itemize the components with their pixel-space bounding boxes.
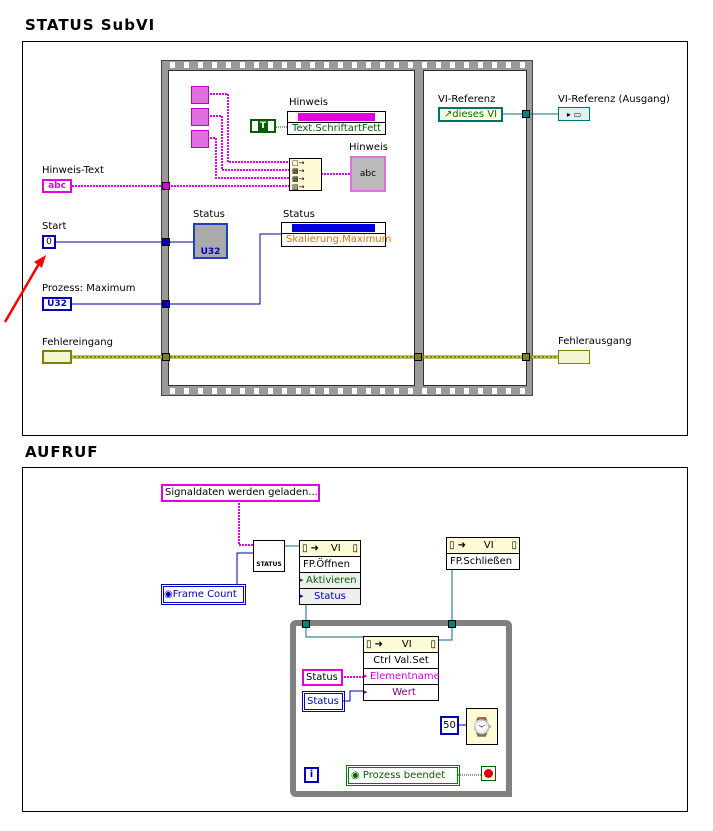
prozess-maximum-terminal[interactable]: U32 — [42, 297, 72, 311]
invoke-header: ▯ ➜VI▯ — [300, 541, 360, 556]
aufruf-diagram-panel — [22, 467, 688, 812]
arrow-icon: ▯ ➜ — [302, 543, 320, 554]
status-property-label: Status — [283, 209, 315, 220]
true-constant-glyph: T — [257, 121, 269, 131]
hinweis-indicator-label: Hinweis — [349, 142, 388, 153]
method-label: FP.Schließen — [447, 553, 519, 569]
bundle-node[interactable]: □→▩→▩→▨→ — [289, 158, 322, 191]
hinweis-indicator[interactable]: abc — [350, 156, 386, 192]
vi-referenz-constant[interactable]: ↗dieses VI — [438, 107, 503, 122]
property-skalierung-maximum: Skalierung.Maximum — [282, 233, 391, 245]
ctrl-val-set-invoke-node[interactable]: ▯ ➜VI▯ Ctrl Val.Set Elementname Wert — [363, 636, 440, 701]
status-string-constant[interactable]: Status — [302, 669, 343, 686]
method-label: FP.Öffnen — [300, 556, 360, 572]
hinweis-text-terminal[interactable]: abc — [42, 179, 72, 193]
frame-count-local-variable[interactable]: ◉Frame Count — [161, 584, 246, 605]
sequence-frame-2 — [423, 70, 527, 386]
globe-icon: ◉ — [164, 589, 173, 600]
param-wert: Wert — [364, 684, 438, 700]
start-label: Start — [42, 221, 67, 232]
arrow-icon: ▯ ➜ — [366, 639, 384, 650]
this-vi-arrow-icon: ↗ — [443, 109, 453, 120]
fehlerausgang-terminal[interactable] — [558, 350, 590, 364]
class-label: VI — [401, 639, 412, 650]
subvi-title: STATUS SubVI — [25, 16, 156, 34]
wait-ms-constant[interactable]: 50 — [440, 716, 459, 735]
while-loop[interactable] — [290, 620, 512, 797]
status-property-node[interactable]: Skalierung.Maximum — [281, 222, 391, 247]
stop-icon — [484, 769, 493, 778]
property-text-schriftart: Text.SchriftartFett — [288, 122, 385, 134]
globe-icon: ◉ — [351, 770, 363, 781]
fehlerausgang-label: Fehlerausgang — [558, 336, 632, 347]
fehlereingang-label: Fehlereingang — [42, 337, 113, 348]
class-label: VI — [483, 540, 494, 551]
color-constant-1[interactable] — [191, 86, 209, 104]
true-constant[interactable]: T — [250, 119, 276, 133]
film-band-bottom — [164, 388, 530, 394]
frame-count-label: Frame Count — [172, 589, 237, 600]
invoke-header: ▯ ➜VI▯ — [364, 637, 438, 652]
status-indicator-label: Status — [193, 209, 225, 220]
prozess-maximum-label: Prozess: Maximum — [42, 283, 136, 294]
property-header — [298, 113, 375, 121]
hinweis-property-node[interactable]: Text.SchriftartFett — [287, 111, 386, 135]
hinweis-text-label: Hinweis-Text — [42, 165, 104, 176]
status-subvi-icon[interactable]: STATUS — [253, 540, 285, 572]
start-terminal[interactable]: 0 — [42, 235, 56, 249]
tunnel-max — [162, 300, 170, 308]
signaldaten-string-constant[interactable]: Signaldaten werden geladen... — [161, 484, 320, 502]
vi-referenz-ausgang-label: VI-Referenz (Ausgang) — [558, 94, 670, 105]
method-label: Ctrl Val.Set — [364, 652, 438, 668]
stop-condition-terminal[interactable] — [481, 766, 496, 781]
color-constant-2[interactable] — [191, 108, 209, 126]
fp-close-invoke-node[interactable]: ▯ ➜VI▯ FP.Schließen — [446, 537, 520, 570]
fehlereingang-terminal[interactable] — [42, 350, 72, 364]
prozess-beendet-label: Prozess beendet — [362, 770, 446, 781]
vi-referenz-label: VI-Referenz — [438, 94, 496, 105]
tunnel-vi-ref — [522, 110, 530, 118]
invoke-header: ▯ ➜VI▯ — [447, 538, 519, 553]
arrow-icon: ▯ ➜ — [449, 540, 467, 551]
tunnel-error-3 — [522, 353, 530, 361]
tunnel-error-2 — [414, 353, 422, 361]
vi-referenz-ausgang-terminal[interactable]: ▸ ▭ — [558, 107, 590, 121]
tunnel-ref-in — [302, 620, 310, 628]
aufruf-title: AUFRUF — [25, 443, 99, 461]
iteration-terminal: i — [304, 767, 319, 783]
param-aktivieren: Aktivieren — [300, 572, 360, 588]
status-local-variable[interactable]: Status — [302, 691, 345, 712]
fp-open-invoke-node[interactable]: ▯ ➜VI▯ FP.Öffnen Aktivieren Status — [299, 540, 361, 605]
class-label: VI — [330, 543, 341, 554]
color-constant-3[interactable] — [191, 130, 209, 148]
tunnel-start — [162, 238, 170, 246]
tunnel-hinweis — [162, 182, 170, 190]
prozess-beendet-local-variable[interactable]: ◉ Prozess beendet — [346, 765, 460, 786]
tunnel-error-1 — [162, 353, 170, 361]
param-status: Status — [300, 588, 360, 604]
status-progress-indicator[interactable]: U32 — [193, 223, 228, 259]
vi-referenz-value: dieses VI — [452, 109, 498, 120]
tunnel-ref-out — [448, 620, 456, 628]
film-band-top — [164, 62, 530, 68]
hinweis-property-label: Hinweis — [289, 97, 328, 108]
property-header — [292, 224, 375, 232]
param-elementname: Elementname — [364, 668, 440, 684]
wait-ms-watch-icon[interactable]: ⌚ — [466, 708, 498, 745]
